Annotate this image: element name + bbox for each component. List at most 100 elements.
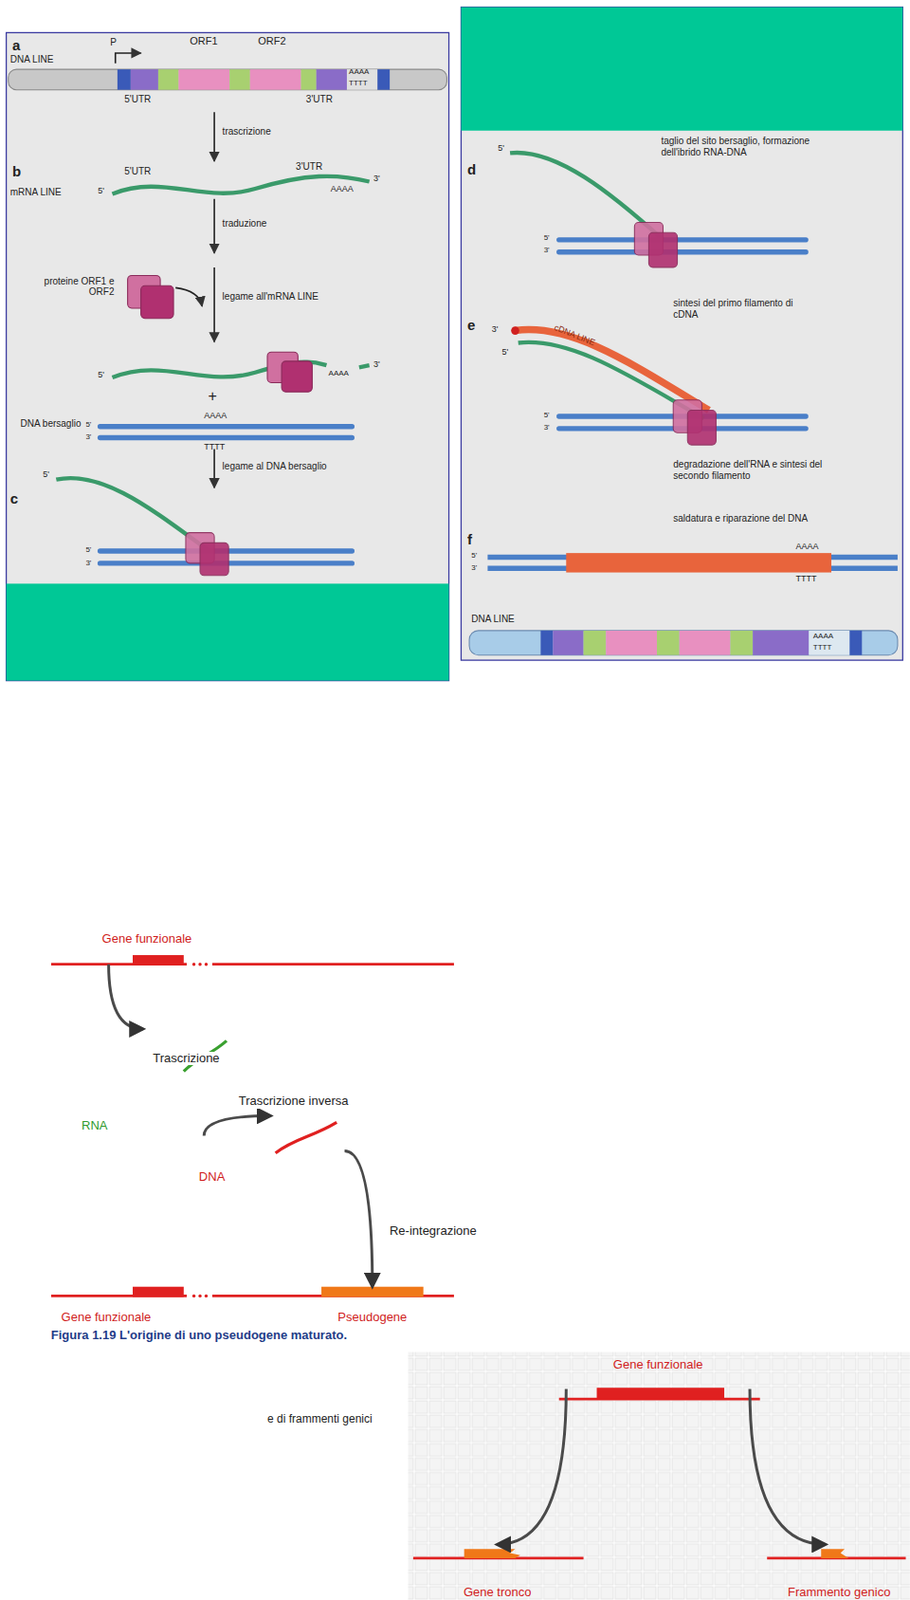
gene-node: Gene funzionale [556, 1356, 761, 1385]
drawing-part [141, 285, 174, 318]
gene-bar [413, 1386, 907, 1558]
label: 3' [373, 173, 381, 183]
panel [6, 32, 450, 680]
binding-arrow [175, 287, 202, 306]
node-label: RNA [81, 1117, 235, 1133]
drawing-part [687, 410, 716, 446]
drawing-part [321, 1286, 424, 1297]
node-label: Gene funzionale [556, 1356, 761, 1372]
connector [497, 1388, 567, 1545]
dna-line-cylinder [8, 69, 448, 91]
drawing-part [100, 435, 353, 440]
dna-strand [275, 1121, 338, 1152]
drawing-part [192, 1293, 196, 1297]
label: 3' [471, 563, 477, 572]
node-label: Gene tronco [413, 1583, 583, 1600]
label: sintesi del primo filamento di cDNA [673, 297, 817, 320]
drawing-part [204, 1293, 208, 1297]
label: 3' [85, 432, 91, 441]
label: 3' [85, 558, 91, 567]
orf-proteins [127, 274, 174, 318]
orf-proteins [634, 222, 677, 268]
label: taglio del sito bersaglio, formazione de… [660, 135, 814, 158]
drawing-part [565, 552, 832, 572]
label: 3' [544, 245, 550, 255]
label: TTTT [795, 573, 817, 583]
drawing-part [204, 962, 208, 965]
label: proteine ORF1 e ORF2 [20, 275, 115, 298]
label: AAAA [203, 410, 227, 420]
label: 5' [544, 410, 550, 419]
label: c [10, 490, 19, 507]
label: 5' [85, 419, 91, 429]
node-label: Pseudogene [310, 1309, 434, 1325]
texture [408, 1351, 910, 1600]
label: 5' [502, 346, 510, 357]
drawing-part [559, 249, 806, 255]
drawing-part [597, 1386, 725, 1399]
integrated-dna [487, 552, 898, 572]
drawing-part [820, 1547, 849, 1558]
label: trascrizione [222, 126, 272, 138]
drawing-part [200, 542, 229, 575]
drawing-part [679, 630, 731, 656]
label: ORF1 [189, 35, 218, 48]
drawing-part [583, 630, 607, 656]
drawing-part [132, 954, 184, 965]
connector [109, 964, 144, 1029]
orf-proteins [185, 532, 229, 576]
drawing-part [729, 630, 753, 656]
cdna [514, 329, 709, 411]
label: e [467, 316, 475, 333]
drawing-part [469, 630, 898, 656]
label: cDNA LINE [552, 322, 597, 348]
label: d [467, 161, 476, 178]
label: 5' [497, 143, 505, 153]
drawing-part [117, 69, 131, 91]
gene-node: Pseudogene [310, 1287, 434, 1325]
gene-node: Gene funzionale [102, 930, 236, 962]
label: TTTT [813, 642, 833, 652]
drawing-part [808, 630, 850, 656]
label: degradazione dell'RNA e sintesi del seco… [673, 458, 826, 481]
drawing-part [464, 1547, 521, 1558]
gene-node: RNA [81, 1030, 235, 1133]
label: TTTT [203, 441, 225, 452]
label: a [12, 36, 20, 54]
drawing-part [213, 267, 216, 343]
label: f [467, 530, 473, 547]
drawing-part [213, 448, 216, 488]
drawing-part [158, 69, 180, 91]
label: DNA LINE [10, 54, 55, 66]
drawing-part [212, 962, 455, 965]
drawing-part [540, 630, 553, 656]
drawing-part [281, 361, 312, 392]
drawing-part [648, 232, 677, 268]
label: AAAA [330, 183, 354, 194]
label: DNA LINE [471, 613, 515, 625]
connector [749, 1388, 826, 1545]
label: TTTT [348, 78, 368, 88]
label: 3'UTR [295, 161, 323, 173]
drawing-part [552, 630, 583, 656]
green-box [6, 582, 450, 680]
drawing-part [559, 236, 806, 242]
label: 5' [544, 233, 550, 242]
label: 3' [373, 359, 381, 369]
label: 5' [85, 545, 91, 554]
drawing-part [8, 69, 448, 91]
connector [345, 1149, 373, 1286]
drawing-part [192, 962, 196, 965]
label: 5'UTR [124, 93, 151, 106]
label: 5' [471, 550, 477, 560]
label: traduzione [222, 218, 268, 230]
label: 5' [97, 185, 105, 196]
promoter-arrow [115, 53, 142, 64]
drawing-part [178, 69, 230, 91]
gene-bar [51, 1286, 455, 1297]
label: legame al DNA bersaglio [222, 460, 328, 473]
drawing-part [656, 630, 680, 656]
connector [203, 1114, 271, 1135]
